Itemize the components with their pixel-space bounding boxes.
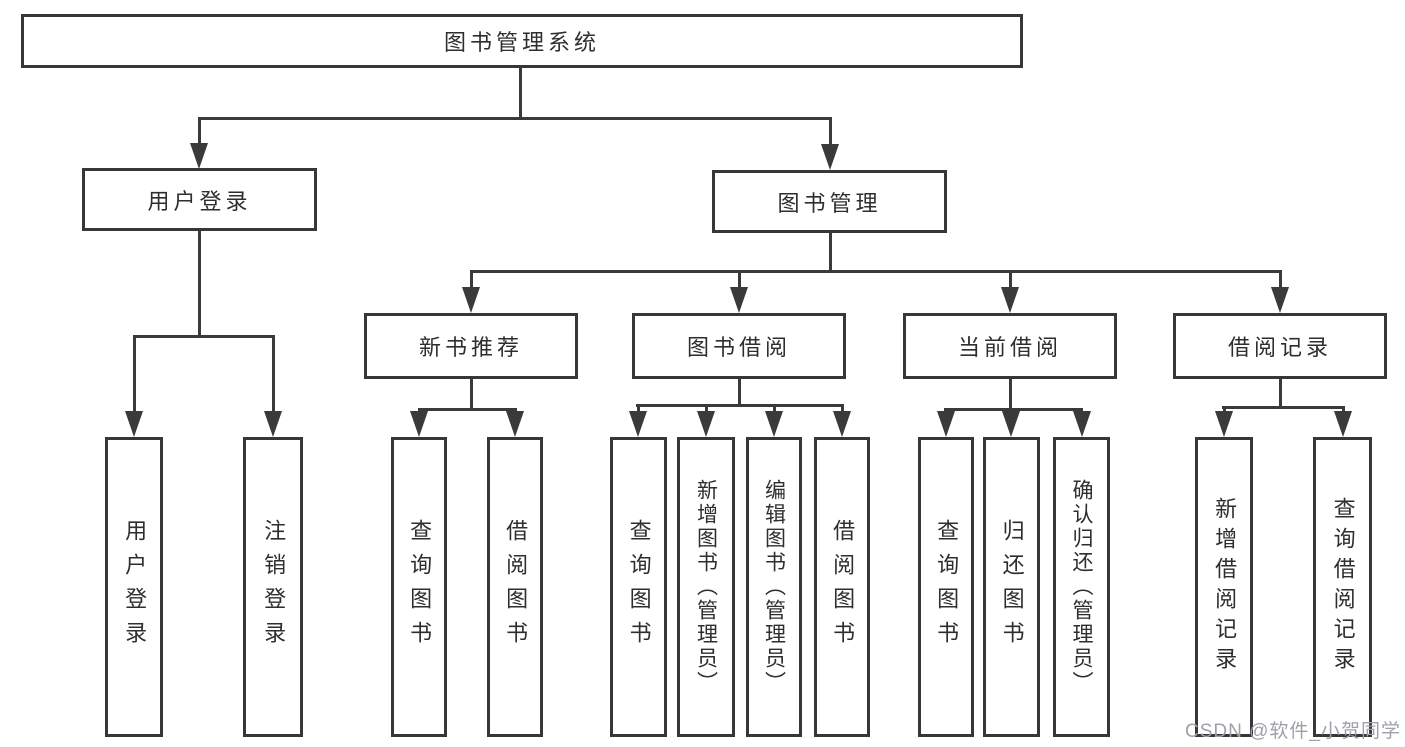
leaf-add-borrow-record: 新增借阅记录 xyxy=(1195,437,1253,737)
node-label: 借阅图书 xyxy=(503,519,529,655)
leaf-return-books: 归还图书 xyxy=(983,437,1040,737)
connector-currentborrow-down xyxy=(1009,379,1012,410)
node-label: 查询借阅记录 xyxy=(1330,497,1356,677)
connector-leaf-stub xyxy=(637,404,640,413)
connector-level3-stub xyxy=(738,270,741,289)
node-book-management: 图书管理 xyxy=(712,170,947,233)
node-label: 新增图书（管理员） xyxy=(694,479,718,695)
connector-book-mgmt-down xyxy=(829,233,832,272)
arrow-down-icon xyxy=(765,411,783,437)
connector-bookborrow-horizontal xyxy=(636,404,844,407)
node-label: 归还图书 xyxy=(999,519,1025,655)
node-new-book-recommend: 新书推荐 xyxy=(364,313,578,379)
csdn-watermark: CSDN @软件_小贺同学 xyxy=(1185,721,1401,742)
node-book-borrow: 图书借阅 xyxy=(632,313,846,379)
arrow-down-icon xyxy=(506,411,524,437)
node-label: 当前借阅 xyxy=(957,335,1062,360)
node-label: 查询图书 xyxy=(626,519,652,655)
arrow-down-icon xyxy=(1002,411,1020,437)
connector-newbook-horizontal xyxy=(418,408,517,411)
arrow-down-icon xyxy=(1073,411,1091,437)
connector-book-mgmt-stub xyxy=(829,117,832,145)
leaf-query-books-newbook: 查询图书 xyxy=(391,437,447,737)
leaf-user-login: 用户登录 xyxy=(105,437,163,737)
arrow-down-icon xyxy=(1215,411,1233,437)
node-label: 图书管理系统 xyxy=(443,30,600,55)
node-label: 新书推荐 xyxy=(418,335,523,360)
leaf-borrow-books-borrow: 借阅图书 xyxy=(814,437,870,737)
arrow-down-icon xyxy=(629,411,647,437)
leaf-query-books-borrow: 查询图书 xyxy=(610,437,667,737)
arrow-down-icon xyxy=(821,144,839,170)
arrow-down-icon xyxy=(462,287,480,313)
connector-borrowrecord-down xyxy=(1279,379,1282,408)
leaf-edit-book-admin: 编辑图书（管理员） xyxy=(746,437,802,737)
arrow-down-icon xyxy=(264,411,282,437)
arrow-down-icon xyxy=(833,411,851,437)
leaf-confirm-return-admin: 确认归还（管理员） xyxy=(1053,437,1110,737)
connector-user-login-down xyxy=(198,231,201,337)
connector-root-down xyxy=(519,68,522,118)
connector-bookborrow-down xyxy=(738,379,741,406)
connector-newbook-down xyxy=(470,379,473,411)
node-label: 用户登录 xyxy=(147,188,252,214)
connector-borrowrecord-horizontal xyxy=(1222,406,1344,409)
arrow-down-icon xyxy=(1001,287,1019,313)
connector-user-login-horizontal xyxy=(133,335,275,338)
node-borrow-records: 借阅记录 xyxy=(1173,313,1387,379)
connector-leaf-stub xyxy=(773,404,776,413)
connector-book-mgmt-horizontal xyxy=(470,270,1282,273)
connector-root-horizontal xyxy=(198,117,832,120)
connector-leaf-stub xyxy=(1223,406,1226,413)
connector-leaf-stub xyxy=(272,335,275,413)
leaf-query-borrow-record: 查询借阅记录 xyxy=(1313,437,1372,737)
node-label: 借阅图书 xyxy=(830,519,856,655)
node-label: 注销登录 xyxy=(261,519,287,655)
leaf-logout-login: 注销登录 xyxy=(243,437,303,737)
leaf-add-book-admin: 新增图书（管理员） xyxy=(677,437,735,737)
connector-currentborrow-horizontal xyxy=(944,408,1083,411)
connector-level3-stub xyxy=(1279,270,1282,289)
arrow-down-icon xyxy=(410,411,428,437)
connector-level3-stub xyxy=(470,270,473,289)
arrow-down-icon xyxy=(730,287,748,313)
leaf-borrow-books-newbook: 借阅图书 xyxy=(487,437,543,737)
arrow-down-icon xyxy=(1271,287,1289,313)
connector-leaf-stub xyxy=(841,404,844,413)
node-root-system: 图书管理系统 xyxy=(21,14,1023,68)
node-label: 编辑图书（管理员） xyxy=(762,479,786,695)
node-label: 查询图书 xyxy=(407,519,433,655)
node-current-borrow: 当前借阅 xyxy=(903,313,1117,379)
connector-level3-stub xyxy=(1009,270,1012,289)
arrow-down-icon xyxy=(1334,411,1352,437)
leaf-query-books-current: 查询图书 xyxy=(918,437,974,737)
node-label: 新增借阅记录 xyxy=(1212,497,1238,677)
connector-leaf-stub xyxy=(705,404,708,413)
arrow-down-icon xyxy=(937,411,955,437)
connector-leaf-stub xyxy=(133,335,136,413)
arrow-down-icon xyxy=(697,411,715,437)
arrow-down-icon xyxy=(125,411,143,437)
connector-user-login-stub xyxy=(198,117,201,145)
node-label: 确认归还（管理员） xyxy=(1070,479,1094,695)
node-label: 借阅记录 xyxy=(1227,335,1332,360)
node-label: 用户登录 xyxy=(122,519,148,655)
arrow-down-icon xyxy=(190,143,208,169)
node-label: 查询图书 xyxy=(934,519,960,655)
connector-leaf-stub xyxy=(1342,406,1345,413)
node-label: 图书管理 xyxy=(777,190,882,216)
node-user-login: 用户登录 xyxy=(82,168,317,231)
node-label: 图书借阅 xyxy=(686,335,791,360)
